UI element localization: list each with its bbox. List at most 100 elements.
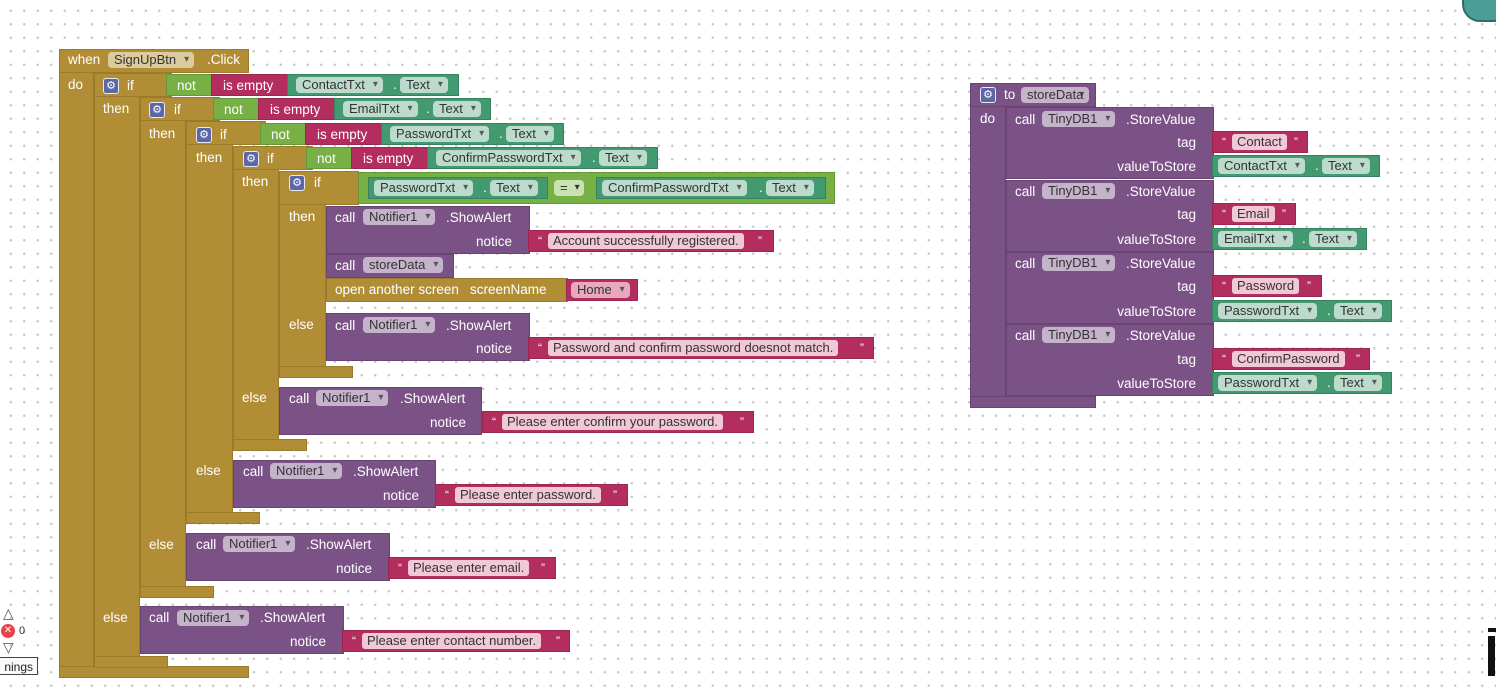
signup-button-dropdown[interactable]: SignUpBtn xyxy=(108,52,195,68)
notifier-dropdown[interactable]: Notifier1 xyxy=(270,463,343,479)
text-property-dropdown[interactable]: Text xyxy=(433,101,481,117)
if-block-contact-footer[interactable] xyxy=(94,656,168,668)
notifier-dropdown[interactable]: Notifier1 xyxy=(363,317,436,333)
text-property-dropdown[interactable]: Text xyxy=(1334,375,1382,391)
chevron-up-icon[interactable]: △ xyxy=(3,605,14,621)
contact-message-text[interactable]: Please enter contact number. xyxy=(362,633,542,649)
notifier-dropdown[interactable]: Notifier1 xyxy=(223,536,296,552)
when-block-body[interactable] xyxy=(59,72,94,667)
quote-open: “ xyxy=(1222,135,1226,149)
dot-label: . xyxy=(759,180,763,195)
quote-close: ” xyxy=(1307,279,1311,293)
notifier-dropdown[interactable]: Notifier1 xyxy=(177,610,250,626)
quote-close: ” xyxy=(556,634,560,648)
then-label: then xyxy=(103,101,130,116)
notice-label: notice xyxy=(475,341,512,356)
call-label: call xyxy=(1015,328,1036,343)
text-property-dropdown[interactable]: Text xyxy=(490,180,538,196)
trash-can-icon[interactable] xyxy=(1486,628,1496,676)
dot-label: . xyxy=(483,180,487,195)
procedure-name-dropdown[interactable]: storeData xyxy=(363,257,444,273)
then-label: then xyxy=(196,150,223,165)
chevron-down-icon[interactable]: ▽ xyxy=(3,639,14,655)
equals-operator-dropdown[interactable]: = xyxy=(554,180,584,196)
confirm-password-txt-dropdown[interactable]: ConfirmPasswordTxt xyxy=(602,180,747,196)
text-property-dropdown[interactable]: Text xyxy=(1309,231,1357,247)
then-label: then xyxy=(289,209,316,224)
password-txt-dropdown[interactable]: PasswordTxt xyxy=(1218,375,1318,391)
quote-close: ” xyxy=(541,561,545,575)
success-message-text[interactable]: Account successfully registered. xyxy=(548,233,744,249)
tag-contact-text[interactable]: Contact xyxy=(1232,134,1287,150)
show-warnings-button[interactable]: nings xyxy=(0,657,38,675)
text-property-dropdown[interactable]: Text xyxy=(766,180,814,196)
gear-icon[interactable]: ⚙ xyxy=(980,87,996,103)
notifier-dropdown[interactable]: Notifier1 xyxy=(316,390,389,406)
text-property-dropdown[interactable]: Text xyxy=(506,126,554,142)
confirm-password-txt-dropdown[interactable]: ConfirmPasswordTxt xyxy=(436,150,581,166)
quote-open: “ xyxy=(398,561,402,575)
tinydb-dropdown[interactable]: TinyDB1 xyxy=(1042,183,1116,199)
if-block-email-footer[interactable] xyxy=(140,586,214,598)
email-message-text[interactable]: Please enter email. xyxy=(408,560,530,576)
contact-txt-dropdown[interactable]: ContactTxt xyxy=(1218,158,1305,174)
mismatch-message-text[interactable]: Password and confirm password doesnot ma… xyxy=(548,340,839,356)
if-block-compare-body[interactable] xyxy=(279,204,326,374)
gear-icon[interactable]: ⚙ xyxy=(103,78,119,94)
backpack-icon[interactable] xyxy=(1462,0,1496,22)
store-value-label: .StoreValue xyxy=(1126,256,1196,271)
notifier-dropdown[interactable]: Notifier1 xyxy=(363,209,436,225)
value-to-store-label: valueToStore xyxy=(1117,159,1196,174)
if-block-password-footer[interactable] xyxy=(186,512,260,524)
tag-email-text[interactable]: Email xyxy=(1232,206,1275,222)
text-property-dropdown[interactable]: Text xyxy=(1334,303,1382,319)
is-empty-label: is empty xyxy=(270,102,321,117)
dot-label: . xyxy=(1302,231,1306,246)
call-label: call xyxy=(289,391,310,406)
if-label: if xyxy=(220,127,227,142)
dot-label: . xyxy=(592,150,596,165)
quote-close: ” xyxy=(758,234,762,248)
email-txt-dropdown[interactable]: EmailTxt xyxy=(1218,231,1293,247)
tinydb-dropdown[interactable]: TinyDB1 xyxy=(1042,255,1116,271)
if-block-email-body[interactable] xyxy=(140,120,186,593)
procedure-body[interactable] xyxy=(970,106,1006,398)
if-block-password-body[interactable] xyxy=(186,144,233,519)
procedure-footer[interactable] xyxy=(970,396,1096,408)
if-label: if xyxy=(267,151,274,166)
tag-label: tag xyxy=(1177,279,1196,294)
if-block-contact-body[interactable] xyxy=(94,96,140,661)
if-block-compare-footer[interactable] xyxy=(279,366,353,378)
tag-confirm-password-text[interactable]: ConfirmPassword xyxy=(1232,351,1345,367)
if-label: if xyxy=(127,78,134,93)
text-property-dropdown[interactable]: Text xyxy=(400,77,448,93)
else-label: else xyxy=(103,610,128,625)
gear-icon[interactable]: ⚙ xyxy=(196,127,212,143)
if-block-confirm-footer[interactable] xyxy=(233,439,307,451)
password-message-text[interactable]: Please enter password. xyxy=(455,487,601,503)
home-screen-dropdown[interactable]: Home xyxy=(571,282,630,298)
confirm-message-text[interactable]: Please enter confirm your password. xyxy=(502,414,723,430)
procedure-name-field[interactable]: storeData xyxy=(1021,87,1090,103)
text-property-dropdown[interactable]: Text xyxy=(1322,158,1370,174)
email-txt-dropdown[interactable]: EmailTxt xyxy=(343,101,418,117)
notifier-show-alert-block[interactable] xyxy=(326,206,530,254)
password-txt-dropdown[interactable]: PasswordTxt xyxy=(374,180,474,196)
quote-open: “ xyxy=(1222,279,1226,293)
open-another-screen-block[interactable] xyxy=(326,278,568,302)
if-block-confirm-body[interactable] xyxy=(233,169,279,446)
tinydb-dropdown[interactable]: TinyDB1 xyxy=(1042,111,1116,127)
is-empty-label: is empty xyxy=(363,151,414,166)
tag-password-text[interactable]: Password xyxy=(1232,278,1300,294)
tinydb-store-value-block[interactable] xyxy=(1006,324,1214,396)
do-label: do xyxy=(980,111,996,126)
gear-icon[interactable]: ⚙ xyxy=(149,102,165,118)
gear-icon[interactable]: ⚙ xyxy=(289,175,305,191)
gear-icon[interactable]: ⚙ xyxy=(243,151,259,167)
quote-open: “ xyxy=(1222,352,1226,366)
password-txt-dropdown[interactable]: PasswordTxt xyxy=(390,126,490,142)
contact-txt-dropdown[interactable]: ContactTxt xyxy=(296,77,383,93)
text-property-dropdown[interactable]: Text xyxy=(599,150,647,166)
password-txt-dropdown[interactable]: PasswordTxt xyxy=(1218,303,1318,319)
tinydb-dropdown[interactable]: TinyDB1 xyxy=(1042,327,1116,343)
